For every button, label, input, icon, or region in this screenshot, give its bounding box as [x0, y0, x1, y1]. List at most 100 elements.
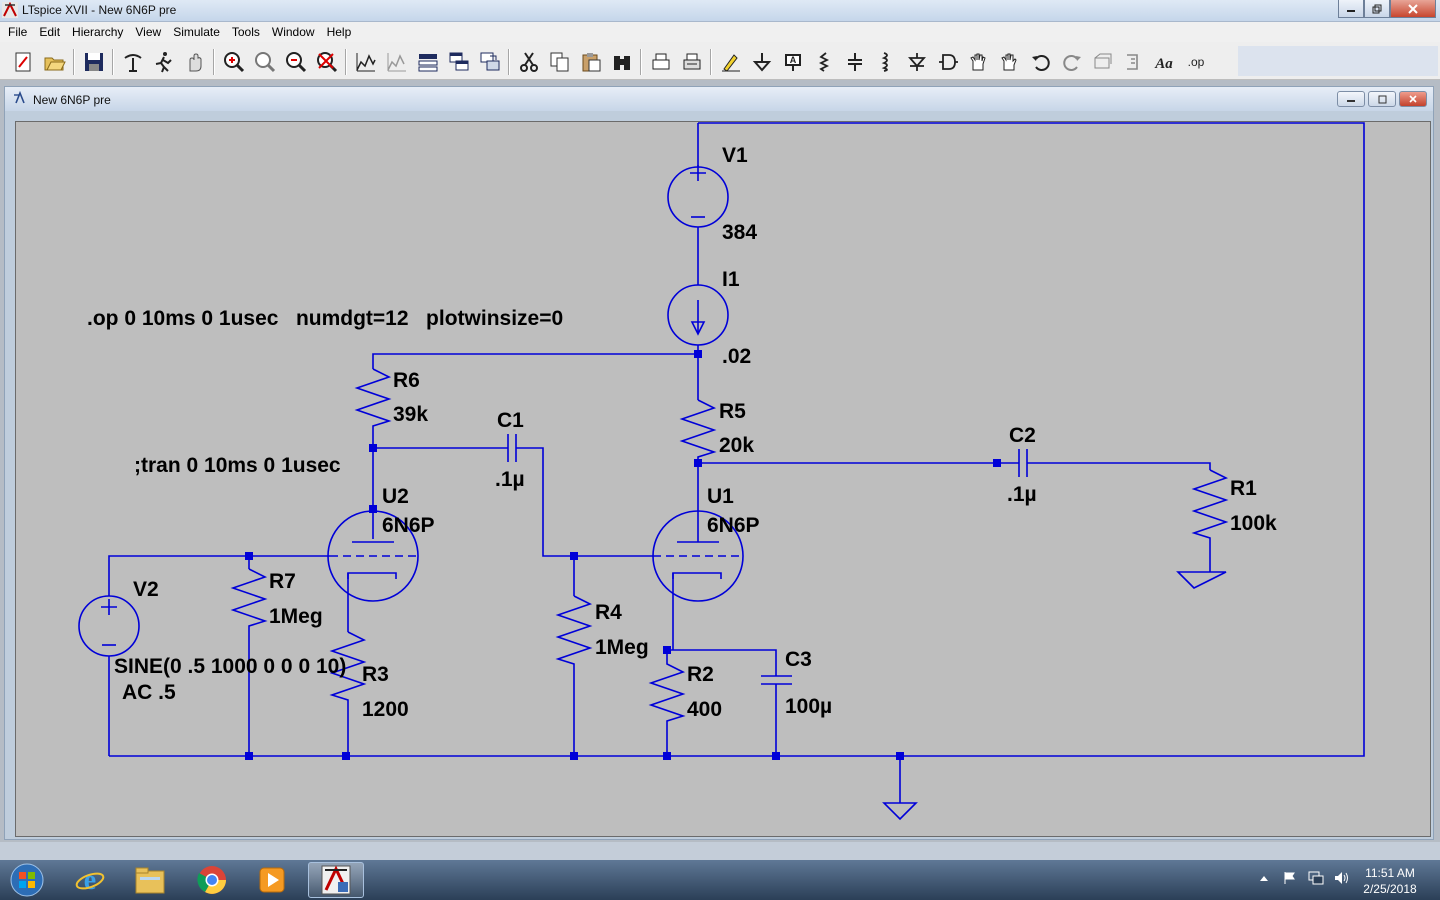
toolbar-cascade-button[interactable]: [412, 47, 443, 77]
r1-resistor-symbol[interactable]: [1191, 469, 1229, 572]
wire-r6-top[interactable]: [372, 353, 698, 369]
menu-simulate[interactable]: Simulate: [173, 25, 220, 39]
r3-value[interactable]: 1200: [362, 698, 409, 721]
r7-value[interactable]: 1Meg: [269, 605, 323, 628]
i1-name[interactable]: I1: [722, 268, 740, 291]
restore-button[interactable]: [1364, 0, 1390, 18]
child-close-button[interactable]: [1399, 91, 1427, 107]
menu-edit[interactable]: Edit: [39, 25, 61, 39]
wire-c2-r1[interactable]: [1027, 462, 1211, 470]
r1-ground-symbol[interactable]: [1176, 571, 1227, 589]
toolbar-run-button[interactable]: [148, 47, 179, 77]
action-center[interactable]: [1282, 870, 1298, 886]
menu-hierarchy[interactable]: Hierarchy: [72, 25, 124, 39]
toolbar-save-button[interactable]: [78, 47, 109, 77]
toolbar-resistor-button[interactable]: [808, 47, 839, 77]
toolbar-new-schematic-button[interactable]: [8, 47, 39, 77]
toolbar-paste-button[interactable]: [575, 47, 606, 77]
toolbar-close-window-button[interactable]: [443, 47, 474, 77]
toolbar-mirror-button[interactable]: [1118, 47, 1149, 77]
ground-symbol[interactable]: [882, 802, 918, 821]
child-minimize-button[interactable]: [1337, 91, 1365, 107]
toolbar-halt-button[interactable]: [179, 47, 210, 77]
c3-capacitor-symbol[interactable]: [761, 675, 792, 685]
i1-value[interactable]: .02: [722, 345, 751, 368]
toolbar-rotate-button[interactable]: [1087, 47, 1118, 77]
r4-name[interactable]: R4: [595, 601, 622, 624]
r1-name[interactable]: R1: [1230, 477, 1257, 500]
r5-value[interactable]: 20k: [719, 434, 754, 457]
c2-name[interactable]: C2: [1009, 424, 1036, 447]
c1-value[interactable]: .1µ: [495, 468, 525, 491]
toolbar-cut-button[interactable]: [513, 47, 544, 77]
r5-resistor-symbol[interactable]: [679, 399, 717, 463]
toolbar-tile-vertical-button[interactable]: [381, 47, 412, 77]
toolbar-label-net-button[interactable]: A: [777, 47, 808, 77]
child-restore-button[interactable]: [1368, 91, 1396, 107]
toolbar-drag-button[interactable]: [994, 47, 1025, 77]
toolbar-spice-directive-button[interactable]: .op: [1180, 47, 1211, 77]
toolbar-inductor-button[interactable]: [870, 47, 901, 77]
r7-name[interactable]: R7: [269, 570, 296, 593]
minimize-button[interactable]: [1338, 0, 1364, 18]
toolbar-component-button[interactable]: [932, 47, 963, 77]
toolbar-diode-button[interactable]: [901, 47, 932, 77]
c3-name[interactable]: C3: [785, 648, 812, 671]
v1-value[interactable]: 384: [722, 221, 757, 244]
toolbar-ground-button[interactable]: [746, 47, 777, 77]
directive-tran[interactable]: ;tran 0 10ms 0 1usec: [134, 454, 341, 477]
r6-resistor-symbol[interactable]: [354, 368, 392, 448]
toolbar-undo-button[interactable]: [1025, 47, 1056, 77]
toolbar-print-setup-button[interactable]: [645, 47, 676, 77]
toolbar-zoom-out-button[interactable]: [280, 47, 311, 77]
wire-top-rail[interactable]: [109, 122, 1365, 757]
r2-name[interactable]: R2: [687, 663, 714, 686]
u2-name[interactable]: U2: [382, 485, 409, 508]
r2-resistor-symbol[interactable]: [648, 650, 686, 756]
u1-name[interactable]: U1: [707, 485, 734, 508]
toolbar-redo-button[interactable]: [1056, 47, 1087, 77]
r1-value[interactable]: 100k: [1230, 512, 1277, 535]
close-button[interactable]: [1390, 0, 1436, 18]
r6-name[interactable]: R6: [393, 369, 420, 392]
taskbar-file-explorer[interactable]: [122, 862, 178, 898]
menu-tools[interactable]: Tools: [231, 25, 260, 39]
taskbar-internet-explorer[interactable]: e: [62, 862, 118, 898]
v2-ac-value[interactable]: AC .5: [122, 681, 176, 704]
volume-control[interactable]: [1334, 870, 1350, 886]
c1-capacitor-symbol[interactable]: [507, 434, 517, 462]
u1-value[interactable]: 6N6P: [707, 514, 760, 537]
start-button[interactable]: [4, 861, 50, 899]
toolbar-find-button[interactable]: [606, 47, 637, 77]
wire-u2-grid[interactable]: [108, 555, 330, 596]
v2-name[interactable]: V2: [133, 578, 159, 601]
c2-value[interactable]: .1µ: [1007, 483, 1037, 506]
u2-value[interactable]: 6N6P: [382, 514, 435, 537]
r3-name[interactable]: R3: [362, 663, 389, 686]
directive-op[interactable]: .op 0 10ms 0 1usec numdgt=12 plotwinsize…: [87, 307, 563, 330]
taskbar-ltspice[interactable]: [308, 862, 364, 898]
r2-value[interactable]: 400: [687, 698, 722, 721]
wire-cathode-c3[interactable]: [667, 649, 777, 676]
toolbar-text-button[interactable]: Aa: [1149, 47, 1180, 77]
schematic-canvas[interactable]: .op 0 10ms 0 1usec numdgt=12 plotwinsize…: [15, 121, 1431, 837]
toolbar-tile-horizontal-button[interactable]: [350, 47, 381, 77]
toolbar-autoscale-button[interactable]: [311, 47, 342, 77]
taskbar-media-player[interactable]: [244, 862, 300, 898]
network-status[interactable]: [1308, 870, 1324, 886]
toolbar-zoom-in-button[interactable]: [218, 47, 249, 77]
r7-resistor-symbol[interactable]: [230, 568, 268, 756]
taskbar-chrome[interactable]: [184, 862, 240, 898]
v1-name[interactable]: V1: [722, 144, 748, 167]
menu-file[interactable]: File: [8, 25, 28, 39]
menu-window[interactable]: Window: [271, 25, 315, 39]
toolbar-open-button[interactable]: [39, 47, 70, 77]
c3-value[interactable]: 100µ: [785, 695, 832, 718]
r5-name[interactable]: R5: [719, 400, 746, 423]
c1-name[interactable]: C1: [497, 409, 524, 432]
c2-capacitor-symbol[interactable]: [1018, 449, 1028, 477]
r4-resistor-symbol[interactable]: [555, 595, 593, 756]
show-hidden-icons[interactable]: [1256, 870, 1272, 886]
toolbar-arrange-button[interactable]: [474, 47, 505, 77]
toolbar-zoom-full-button[interactable]: [249, 47, 280, 77]
